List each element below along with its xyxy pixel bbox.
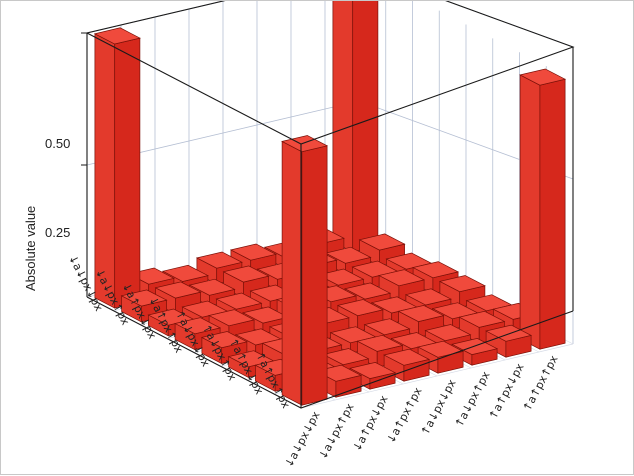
bar-face-top: [458, 310, 506, 328]
col-label: ↑a↓px↓px: [418, 377, 459, 438]
floor-grid-line: [300, 343, 574, 409]
bar-face-top: [161, 264, 209, 282]
bar-face-top: [324, 246, 372, 264]
bar-face-top: [356, 334, 404, 352]
col-label: ↓a↑px↑px: [384, 385, 425, 446]
col-label: ↓a↑px↓px: [350, 393, 391, 454]
bar-face-left: [281, 140, 303, 406]
ytick-label: 0.25: [45, 225, 70, 240]
bar-face-right: [301, 145, 328, 406]
bar-face-top: [519, 68, 567, 86]
bar-face-top: [120, 289, 168, 307]
bar-face-top: [344, 282, 392, 300]
col-label: ↑a↓px↑px: [452, 369, 493, 430]
bar-face-top: [404, 288, 452, 306]
bar-face-top: [317, 268, 365, 286]
y-axis-label: Absolute value: [23, 206, 38, 291]
bar-face-top: [358, 233, 406, 251]
bar-face-top: [174, 317, 222, 335]
bar-face-top: [208, 309, 256, 327]
col-label: ↓a↓px↑px: [316, 401, 357, 462]
bar-r1-c4: [195, 251, 243, 285]
bar-r8-c7: [485, 324, 533, 358]
bar-face-top: [322, 348, 370, 366]
bar-face-top: [363, 318, 411, 336]
bar-face-top: [195, 251, 243, 269]
bar-r1-c1: [93, 27, 141, 309]
col-label: ↓a↓px↓px: [282, 409, 323, 470]
ytick-label: 0.50: [45, 136, 70, 151]
bar-face-top: [222, 265, 270, 283]
bar-face-top: [438, 275, 486, 293]
bar-face-top: [383, 348, 431, 366]
bar-face-top: [229, 243, 277, 261]
bar-face-top: [93, 27, 141, 45]
bar-face-top: [424, 324, 472, 342]
bar-face-right: [539, 78, 566, 350]
bar-face-top: [154, 281, 202, 299]
bar-r8-c1: [281, 135, 329, 406]
bar-face-top: [349, 362, 397, 379]
bar-face-top: [200, 331, 248, 349]
bar-face-top: [485, 324, 533, 342]
bar-face-top: [417, 340, 465, 358]
col-label: ↑a↑px↑px: [520, 353, 561, 414]
bar-face-right: [352, 1, 379, 253]
bar-r6-c6: [397, 305, 445, 338]
bar-face-top: [412, 261, 460, 279]
col-label: ↑a↑px↓px: [486, 361, 527, 422]
bar-face-top: [397, 305, 445, 322]
bar-face-top: [378, 269, 426, 287]
bar-face-left: [519, 74, 541, 350]
bar-r1-c8: [332, 1, 379, 253]
bar-face-right: [114, 37, 141, 309]
bar-face-top: [188, 278, 236, 296]
bar-r8-c8: [519, 68, 567, 350]
bar-face-top: [336, 299, 384, 317]
bar-face-top: [215, 292, 263, 310]
